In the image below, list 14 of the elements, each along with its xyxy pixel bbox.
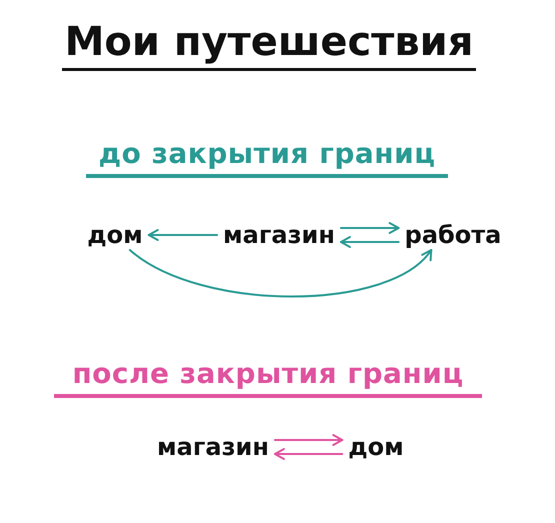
curved-arrow (128, 249, 432, 298)
section-heading: до закрытия границ (86, 136, 448, 178)
place-label: работа (398, 220, 508, 250)
arrow (274, 448, 344, 460)
place-label: магазин (151, 432, 275, 462)
place-label: дом (81, 220, 149, 250)
arrow (340, 222, 400, 234)
title: Мои путешествия (62, 18, 476, 71)
place-label: дом (342, 432, 410, 462)
arrow (274, 434, 344, 446)
arrow (148, 229, 218, 241)
section-heading: после закрытия границ (54, 356, 482, 398)
arrow (340, 236, 400, 248)
place-label: магазин (217, 220, 341, 250)
